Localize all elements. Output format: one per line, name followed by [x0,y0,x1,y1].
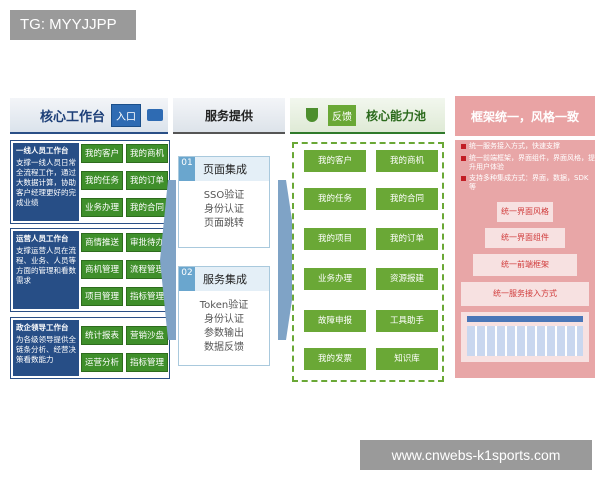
workbench-title: 核心工作台 [40,109,106,125]
bullet: 统一前端框架，界面组件，界面风格，提升用户体验 [461,154,595,172]
core-item[interactable]: 资源报建 [376,268,438,290]
bullet-icon [461,176,466,181]
leadership-button[interactable]: 营销沙盘 [126,326,168,345]
arrow-right-icon [278,180,298,340]
core-item[interactable]: 业务办理 [304,268,366,290]
service-item: 参数输出 [204,328,244,339]
frontline-button[interactable]: 我的任务 [81,171,123,190]
operations-button[interactable]: 项目管理 [81,287,123,306]
service-number: 01 [179,157,195,181]
unified-panel: 统一服务接入方式，快速支撑 统一前端框架，界面组件，界面风格，提升用户体验 支持… [455,140,595,378]
briefcase-icon [147,109,164,121]
core-item[interactable]: 我的合同 [376,188,438,210]
tier-framework: 统一前端框架 [473,254,577,276]
leadership-button[interactable]: 指标管理 [126,353,168,372]
trophy-icon [306,108,318,122]
service-title: 页面集成 [203,163,247,176]
core-item[interactable]: 我的项目 [304,228,366,250]
leadership-button[interactable]: 统计报表 [81,326,123,345]
group-text: 为各级领导提供全链条分析、经营决策看数能力 [16,335,76,364]
leadership-button[interactable]: 运营分析 [81,353,123,372]
operations-button[interactable]: 商情推送 [81,233,123,252]
tier-style: 统一界面风格 [497,202,553,222]
service-items: Token验证 身份认证 参数输出 数据反馈 [179,291,269,363]
service-item: Token验证 [199,300,249,311]
bullet: 支持多种集成方式：界面，数据，SDK等 [461,174,595,192]
bullet-icon [461,144,466,149]
service-item: SSO验证 [203,190,245,201]
group-frontline: 一线人员工作台 支撑一线人员日常全流程工作，通过大数据计算，协助客户经理更好的完… [10,140,170,224]
core-header: 反馈 核心能力池 [290,98,445,134]
tier-access: 统一服务接入方式 [461,282,589,306]
unified-title: 框架统一，风格一致 [470,109,579,124]
core-item[interactable]: 故障申报 [304,310,366,332]
flow-arrows [160,180,298,340]
group-desc: 运营人员工作台 支撑运营人员在流程、业务、人员等方面的管理和看数需求 [13,231,79,309]
core-title: 核心能力池 [366,108,427,123]
frontline-button[interactable]: 我的订单 [126,171,168,190]
frontline-button[interactable]: 我的客户 [81,144,123,163]
service-item: 页面跳转 [204,218,244,229]
group-title: 政企领导工作台 [16,323,69,332]
operations-button[interactable]: 审批待办 [126,233,168,252]
thumbnail-grid [467,326,583,356]
frontline-button[interactable]: 我的商机 [126,144,168,163]
service-header: 服务提供 [173,98,285,134]
service-api-integration: 02 服务集成 Token验证 身份认证 参数输出 数据反馈 [178,266,270,366]
operations-button[interactable]: 商机管理 [81,260,123,279]
group-text: 支撑一线人员日常全流程工作，通过大数据计算，协助客户经理更好的完成业绩 [16,158,76,207]
core-item[interactable]: 我的发票 [304,348,366,370]
bullet: 统一服务接入方式，快速支撑 [461,142,560,151]
group-desc: 政企领导工作台 为各级领导提供全链条分析、经营决策看数能力 [13,320,79,376]
service-title: 服务集成 [203,273,247,286]
thumbnail-header [467,316,583,322]
service-items: SSO验证 身份认证 页面跳转 [179,181,269,239]
core-item[interactable]: 我的任务 [304,188,366,210]
workbench-header: 核心工作台 入口 [10,98,168,134]
unified-header: 框架统一，风格一致 [455,96,595,136]
group-leadership: 政企领导工作台 为各级领导提供全链条分析、经营决策看数能力 统计报表 营销沙盘 … [10,317,170,379]
group-desc: 一线人员工作台 支撑一线人员日常全流程工作，通过大数据计算，协助客户经理更好的完… [13,143,79,221]
group-text: 支撑运营人员在流程、业务、人员等方面的管理和看数需求 [16,246,76,285]
core-item[interactable]: 我的客户 [304,150,366,172]
watermark-bottom: www.cnwebs-k1sports.com [360,440,592,470]
tier-components: 统一界面组件 [485,228,565,248]
bullet-icon [461,156,466,161]
service-head: 01 页面集成 [179,157,269,181]
service-page-integration: 01 页面集成 SSO验证 身份认证 页面跳转 [178,156,270,248]
service-number: 02 [179,267,195,291]
service-title: 服务提供 [204,108,253,123]
service-head: 02 服务集成 [179,267,269,291]
core-item[interactable]: 工具助手 [376,310,438,332]
service-item: 身份认证 [204,314,244,325]
group-title: 运营人员工作台 [16,234,69,243]
group-operations: 运营人员工作台 支撑运营人员在流程、业务、人员等方面的管理和看数需求 商情推送 … [10,228,170,312]
arrow-left-icon [160,180,176,340]
service-item: 数据反馈 [204,342,244,353]
entry-badge: 入口 [111,103,142,127]
core-item[interactable]: 我的订单 [376,228,438,250]
service-item: 身份认证 [204,204,244,215]
group-title: 一线人员工作台 [16,146,69,155]
grid-thumbnail [461,312,589,362]
core-capability-pool: 我的客户 我的商机 我的任务 我的合同 我的项目 我的订单 业务办理 资源报建 … [292,142,444,382]
watermark-top: TG: MYYJJPP [10,10,136,40]
frontline-button[interactable]: 业务办理 [81,198,123,217]
core-item[interactable]: 我的商机 [376,150,438,172]
feedback-badge: 反馈 [328,104,356,126]
core-item[interactable]: 知识库 [376,348,438,370]
